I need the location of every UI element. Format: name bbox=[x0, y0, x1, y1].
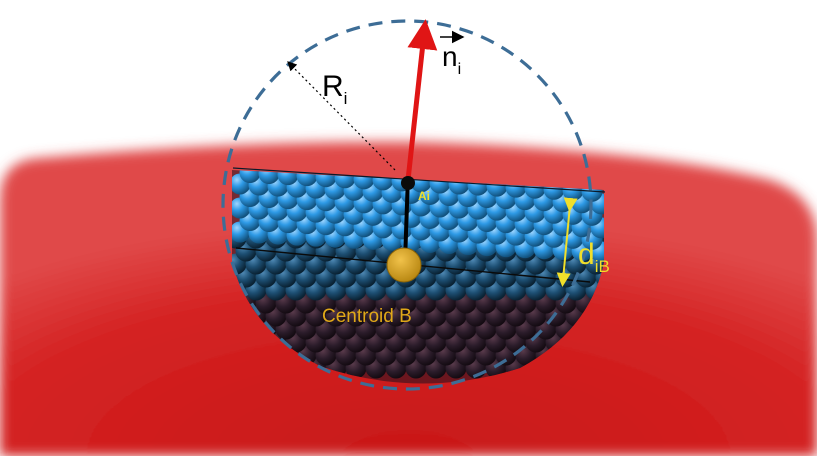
normal-vector-label: ni bbox=[440, 30, 465, 78]
atom bbox=[258, 170, 280, 185]
distance-label: diB bbox=[578, 238, 610, 276]
radius-line bbox=[287, 61, 396, 171]
centroid-point bbox=[386, 247, 422, 283]
centroid-label: Centroid B bbox=[322, 306, 412, 327]
atom bbox=[277, 170, 299, 186]
atom bbox=[239, 170, 261, 184]
radius-label: Ri bbox=[322, 70, 347, 108]
bounding-sphere-outline bbox=[221, 19, 593, 391]
distance-arrow bbox=[556, 197, 578, 287]
surface-point-a bbox=[401, 176, 415, 190]
top-facet-outline bbox=[232, 167, 606, 193]
nanoparticle-cap bbox=[232, 170, 604, 384]
surface-point-label: Ai bbox=[418, 189, 430, 203]
svg-text:ni: ni bbox=[442, 41, 461, 78]
normal-vector-arrow bbox=[405, 19, 438, 181]
